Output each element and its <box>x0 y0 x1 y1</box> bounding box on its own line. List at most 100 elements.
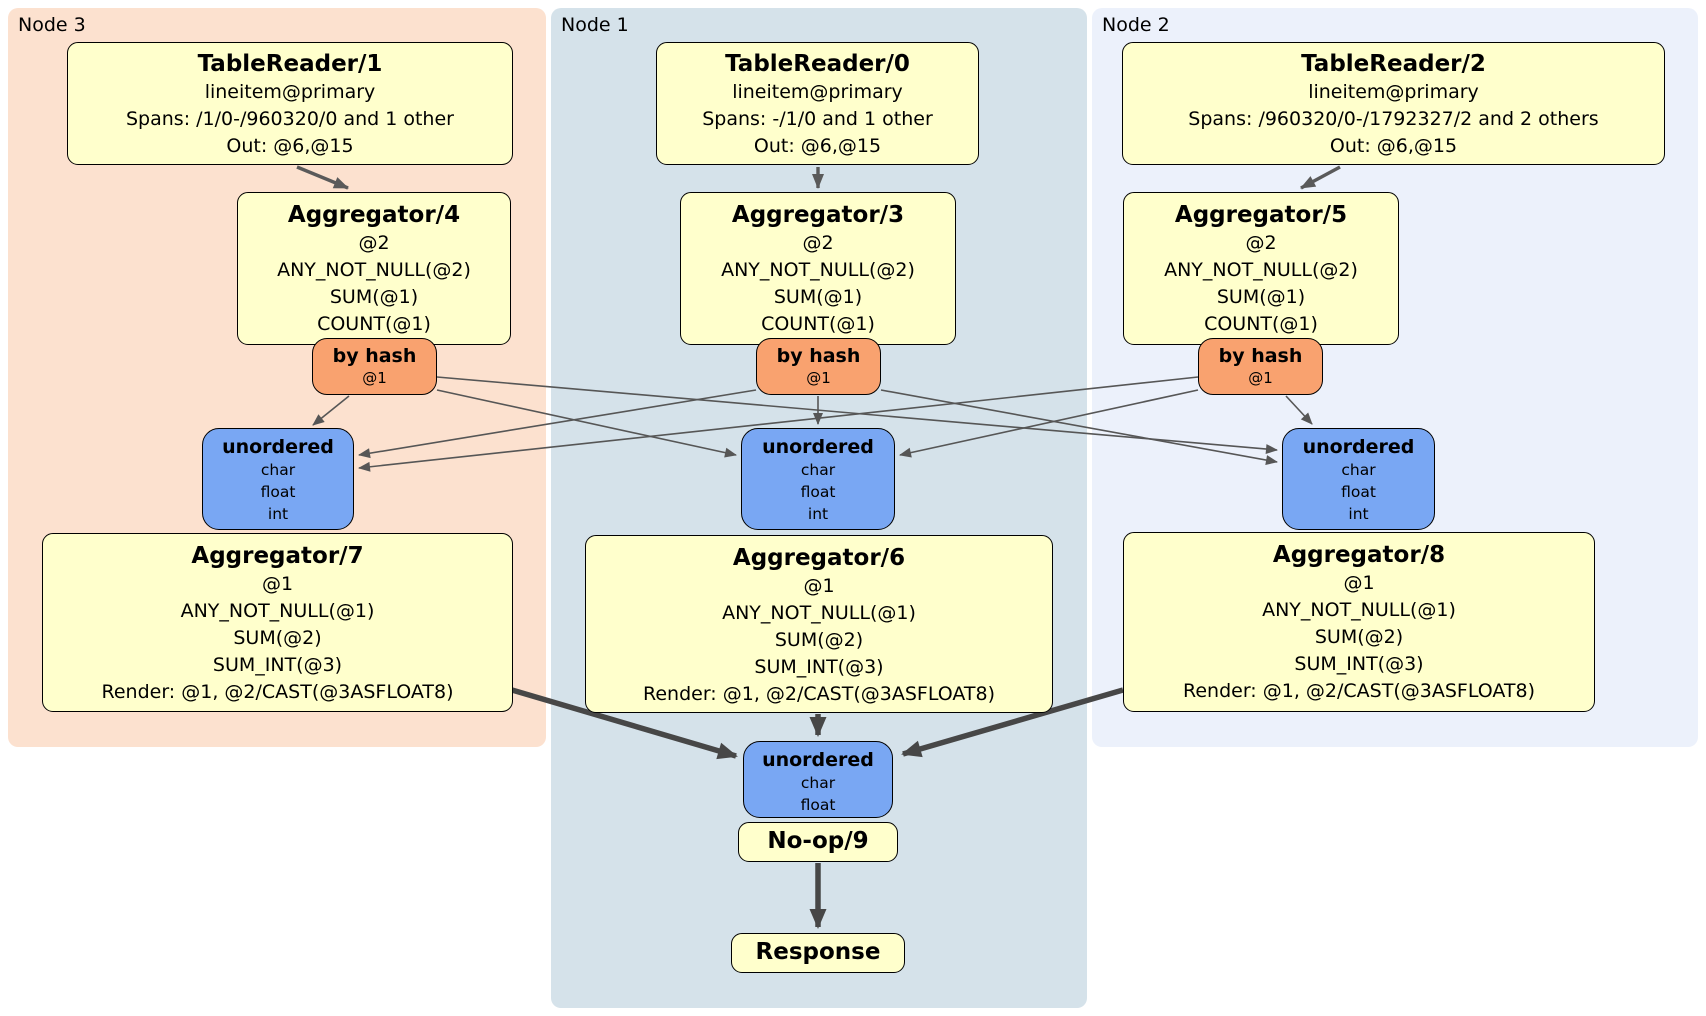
processor-title: Aggregator/8 <box>1272 542 1446 568</box>
router-by-hash-node1: by hash @1 <box>756 338 881 395</box>
processor-detail: SUM(@1) <box>329 286 419 308</box>
processor-detail: @1 <box>261 573 294 595</box>
cluster-node-1-label: Node 1 <box>561 14 629 36</box>
processor-detail: lineitem@primary <box>204 81 376 103</box>
processor-detail: Out: @6,@15 <box>1329 135 1458 157</box>
router-by-hash-node3: by hash @1 <box>312 338 437 395</box>
sync-detail: int <box>807 505 829 523</box>
sync-unordered-node1: unordered char float int <box>741 428 895 530</box>
edge-hash2-to-sync2 <box>1285 395 1313 425</box>
edge-hash2-to-sync3 <box>358 376 1199 472</box>
processor-detail: SUM_INT(@3) <box>212 654 343 676</box>
edge-hash1-to-sync3 <box>358 389 757 459</box>
sync-detail: float <box>260 483 296 501</box>
edge-tr2-to-agg5 <box>1300 165 1341 190</box>
router-title: by hash <box>332 345 417 367</box>
cluster-node-3-label: Node 3 <box>18 14 86 36</box>
edge-hash1-to-sync2 <box>880 389 1278 465</box>
processor-detail: Spans: -/1/0 and 1 other <box>702 108 933 130</box>
router-detail: @1 <box>1248 369 1273 387</box>
sync-detail: char <box>800 461 836 479</box>
cluster-node-2-label: Node 2 <box>1102 14 1170 36</box>
sync-detail: float <box>1341 483 1376 501</box>
processor-title: Aggregator/4 <box>287 202 461 228</box>
processor-detail: ANY_NOT_NULL(@1) <box>180 600 375 622</box>
sync-unordered-final: unordered char float <box>743 741 893 818</box>
processor-detail: Out: @6,@15 <box>753 135 882 157</box>
processor-title: Aggregator/7 <box>191 543 364 569</box>
processor-detail: lineitem@primary <box>732 81 903 103</box>
processor-title: TableReader/0 <box>725 51 910 77</box>
processor-aggregator-5: Aggregator/5 @2 ANY_NOT_NULL(@2) SUM(@1)… <box>1123 192 1399 345</box>
processor-detail: Out: @6,@15 <box>226 135 354 157</box>
processor-response: Response <box>731 933 905 973</box>
processor-title: TableReader/1 <box>197 51 383 77</box>
processor-detail: ANY_NOT_NULL(@1) <box>1262 599 1456 621</box>
router-title: by hash <box>1218 345 1303 367</box>
processor-detail: SUM_INT(@3) <box>1294 653 1424 675</box>
processor-detail: SUM(@1) <box>1216 286 1306 308</box>
processor-title: Aggregator/5 <box>1174 202 1348 228</box>
processor-detail: Render: @1, @2/CAST(@3ASFLOAT8) <box>1183 680 1535 702</box>
edge-hash3-to-sync1 <box>436 389 737 458</box>
processor-title: Aggregator/6 <box>732 545 906 571</box>
processor-tablereader-1: TableReader/1 lineitem@primary Spans: /1… <box>67 42 513 165</box>
processor-detail: COUNT(@1) <box>761 313 875 335</box>
sync-detail: char <box>260 461 296 479</box>
processor-detail: @2 <box>358 232 390 254</box>
processor-title: TableReader/2 <box>1301 51 1486 77</box>
sync-detail: float <box>800 796 836 814</box>
edge-agg8-to-final-sync <box>901 687 1124 758</box>
processor-aggregator-7: Aggregator/7 @1 ANY_NOT_NULL(@1) SUM(@2)… <box>42 533 513 712</box>
processor-detail: SUM(@1) <box>773 286 863 308</box>
sync-title: unordered <box>762 749 874 771</box>
processor-detail: ANY_NOT_NULL(@2) <box>277 259 471 281</box>
processor-aggregator-6: Aggregator/6 @1 ANY_NOT_NULL(@1) SUM(@2)… <box>585 535 1053 713</box>
processor-detail: @1 <box>1343 572 1375 594</box>
router-by-hash-node2: by hash @1 <box>1198 338 1323 395</box>
processor-detail: ANY_NOT_NULL(@2) <box>1164 259 1358 281</box>
processor-detail: Spans: /1/0-/960320/0 and 1 other <box>126 108 454 130</box>
processor-detail: @2 <box>1245 232 1277 254</box>
sync-detail: int <box>267 505 289 523</box>
edge-tr1-to-agg4 <box>296 165 349 190</box>
processor-title: No-op/9 <box>767 828 869 854</box>
processor-detail: SUM_INT(@3) <box>754 656 884 678</box>
processor-detail: @1 <box>803 575 835 597</box>
router-title: by hash <box>776 345 861 367</box>
processor-detail: SUM(@2) <box>233 627 322 649</box>
router-detail: @1 <box>806 369 831 387</box>
processor-tablereader-0: TableReader/0 lineitem@primary Spans: -/… <box>656 42 979 165</box>
edge-agg7-to-final-sync <box>511 687 738 760</box>
processor-title: Response <box>755 939 881 965</box>
processor-detail: COUNT(@1) <box>317 313 431 335</box>
processor-title: Aggregator/3 <box>731 202 905 228</box>
sync-detail: int <box>1348 505 1369 523</box>
processor-detail: SUM(@2) <box>774 629 864 651</box>
processor-detail: COUNT(@1) <box>1204 313 1318 335</box>
sync-unordered-node3: unordered char float int <box>202 428 354 530</box>
processor-detail: Render: @1, @2/CAST(@3ASFLOAT8) <box>101 681 454 703</box>
sync-title: unordered <box>222 436 334 458</box>
processor-detail: SUM(@2) <box>1314 626 1404 648</box>
processor-noop-9: No-op/9 <box>738 822 898 862</box>
processor-aggregator-8: Aggregator/8 @1 ANY_NOT_NULL(@1) SUM(@2)… <box>1123 532 1595 712</box>
sync-unordered-node2: unordered char float int <box>1282 428 1435 530</box>
processor-aggregator-4: Aggregator/4 @2 ANY_NOT_NULL(@2) SUM(@1)… <box>237 192 511 345</box>
sync-title: unordered <box>1302 436 1415 458</box>
sync-detail: char <box>1341 461 1376 479</box>
sync-title: unordered <box>762 436 874 458</box>
processor-detail: ANY_NOT_NULL(@2) <box>721 259 915 281</box>
edge-hash3-to-sync3 <box>312 395 350 426</box>
processor-tablereader-2: TableReader/2 lineitem@primary Spans: /9… <box>1122 42 1665 165</box>
edge-hash2-to-sync1 <box>899 389 1199 458</box>
processor-detail: Render: @1, @2/CAST(@3ASFLOAT8) <box>643 683 995 705</box>
processor-detail: ANY_NOT_NULL(@1) <box>722 602 916 624</box>
processor-aggregator-3: Aggregator/3 @2 ANY_NOT_NULL(@2) SUM(@1)… <box>680 192 956 345</box>
processor-detail: @2 <box>802 232 834 254</box>
processor-detail: Spans: /960320/0-/1792327/2 and 2 others <box>1188 108 1599 130</box>
sync-detail: char <box>800 774 836 792</box>
processor-detail: lineitem@primary <box>1308 81 1479 103</box>
